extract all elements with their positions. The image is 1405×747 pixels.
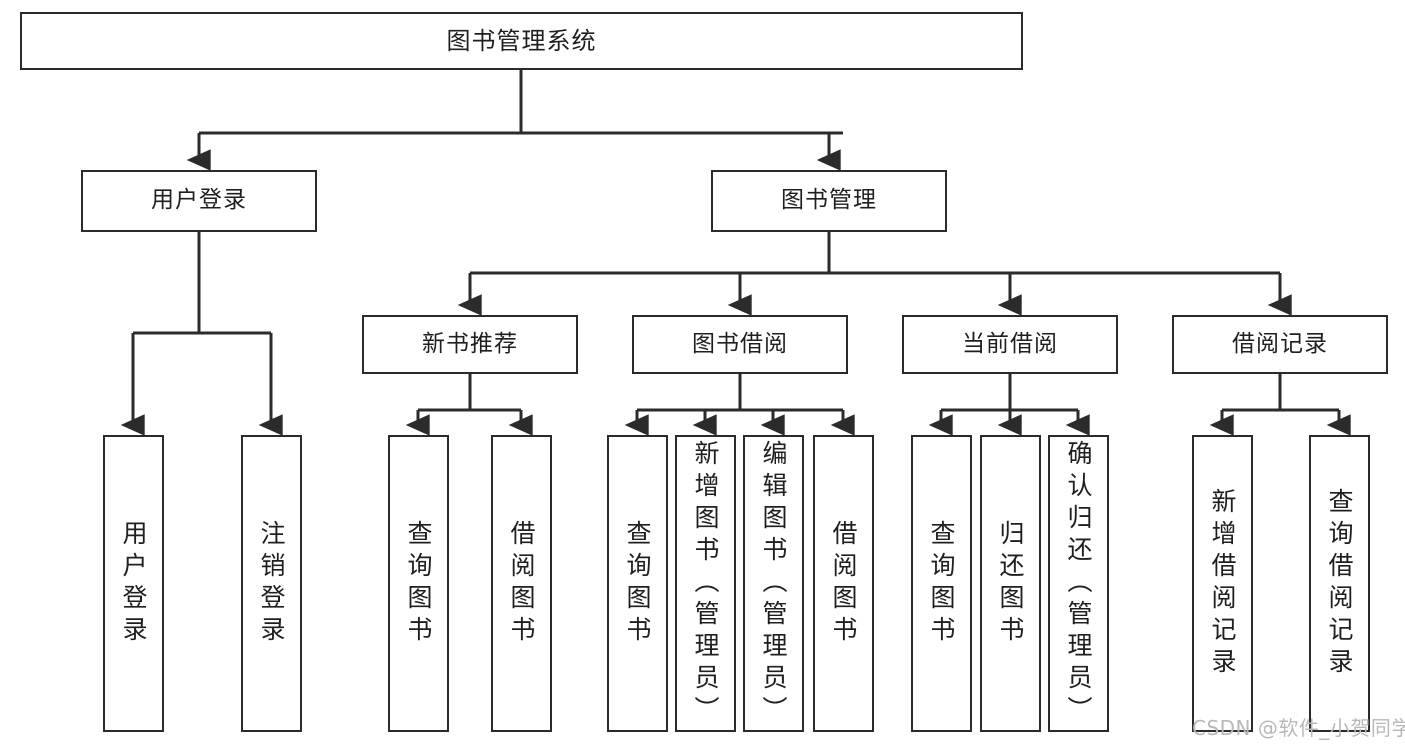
- node-label: 查询借阅记录: [1325, 487, 1354, 680]
- node-label: 图书管理系统: [446, 26, 597, 55]
- node-label: 用户登录: [151, 187, 247, 214]
- watermark-text: CSDN @软件_小贺同学: [1192, 716, 1405, 740]
- leaf-borrow-book-recommend[interactable]: 借阅图书: [491, 435, 552, 732]
- node-label: 查询图书: [404, 519, 433, 648]
- node-label: 图书借阅: [692, 330, 788, 357]
- node-label: 借阅记录: [1232, 330, 1328, 357]
- node-label: 归还图书: [996, 519, 1025, 648]
- node-label: 查询图书: [927, 519, 956, 648]
- node-label: 确认归还（管理员）: [1064, 439, 1093, 728]
- leaf-return-book[interactable]: 归还图书: [980, 435, 1041, 732]
- node-label: 编辑图书（管理员）: [759, 439, 788, 728]
- node-label: 新书推荐: [422, 330, 518, 357]
- node-label: 借阅图书: [829, 519, 858, 648]
- leaf-add-borrow-record[interactable]: 新增借阅记录: [1192, 435, 1253, 732]
- leaf-add-book-admin[interactable]: 新增图书（管理员）: [675, 435, 736, 732]
- leaf-query-borrow-record[interactable]: 查询借阅记录: [1309, 435, 1370, 732]
- leaf-logout[interactable]: 注销登录: [241, 435, 302, 732]
- leaf-query-book-recommend[interactable]: 查询图书: [388, 435, 449, 732]
- leaf-query-book-current[interactable]: 查询图书: [911, 435, 972, 732]
- node-root-system[interactable]: 图书管理系统: [20, 12, 1023, 70]
- node-label: 图书管理: [781, 187, 877, 214]
- node-label: 用户登录: [119, 519, 148, 648]
- node-borrow-record[interactable]: 借阅记录: [1172, 315, 1388, 374]
- leaf-edit-book-admin[interactable]: 编辑图书（管理员）: [743, 435, 804, 732]
- node-label: 查询图书: [623, 519, 652, 648]
- node-label: 注销登录: [257, 519, 286, 648]
- node-new-book-recommend[interactable]: 新书推荐: [362, 315, 578, 374]
- node-label: 新增借阅记录: [1208, 487, 1237, 680]
- leaf-user-login[interactable]: 用户登录: [103, 435, 164, 732]
- node-current-borrow[interactable]: 当前借阅: [902, 315, 1118, 374]
- node-label: 新增图书（管理员）: [691, 439, 720, 728]
- leaf-confirm-return-admin[interactable]: 确认归还（管理员）: [1048, 435, 1109, 732]
- leaf-borrow-book[interactable]: 借阅图书: [813, 435, 874, 732]
- node-book-management[interactable]: 图书管理: [711, 170, 947, 232]
- node-user-login[interactable]: 用户登录: [81, 170, 317, 232]
- node-label: 当前借阅: [962, 330, 1058, 357]
- leaf-query-book-borrow[interactable]: 查询图书: [607, 435, 668, 732]
- node-book-borrow[interactable]: 图书借阅: [632, 315, 848, 374]
- node-label: 借阅图书: [507, 519, 536, 648]
